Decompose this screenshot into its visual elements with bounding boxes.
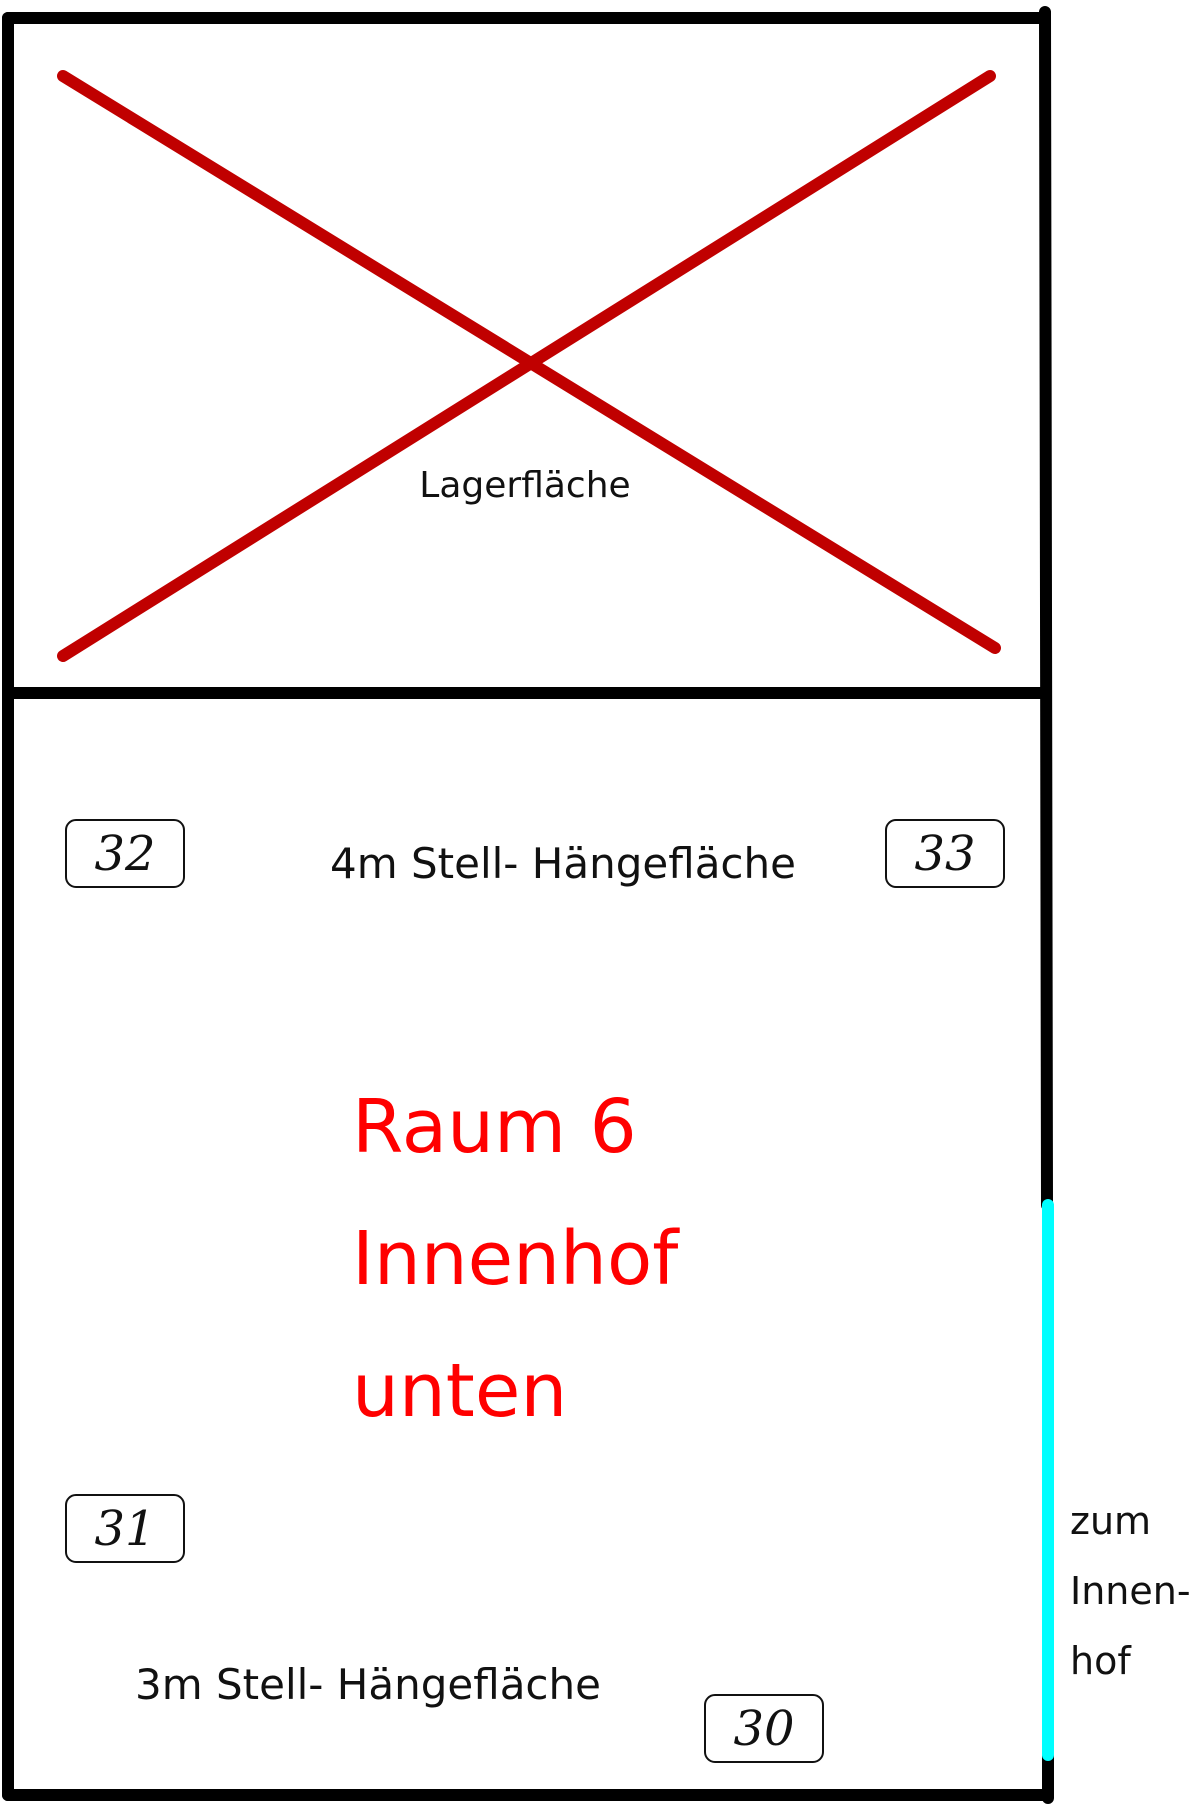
spot-number: 30 <box>733 1701 794 1757</box>
door-note-line-1: zum <box>1070 1499 1151 1543</box>
room-title-line-3: unten <box>352 1348 567 1434</box>
room-title: Raum 6 Innenhof unten <box>352 1084 680 1434</box>
cross-out-icon <box>57 70 1001 662</box>
room-title-line-1: Raum 6 <box>352 1084 637 1170</box>
spot-33: 33 <box>885 819 1005 888</box>
storage-label: Lagerfläche <box>419 465 630 506</box>
spot-31: 31 <box>65 1494 185 1563</box>
room-title-line-2: Innenhof <box>352 1216 680 1302</box>
spot-32: 32 <box>65 819 185 888</box>
spot-number: 31 <box>94 1501 155 1557</box>
spot-number: 33 <box>914 826 975 882</box>
top-area-label: 4m Stell- Hängefläche <box>330 839 796 888</box>
wall-right-upper <box>1039 6 1053 1211</box>
bottom-area-label: 3m Stell- Hängefläche <box>135 1660 601 1709</box>
spot-number: 32 <box>94 826 155 882</box>
door-note: zum Innen- hof <box>1070 1499 1191 1683</box>
walls <box>2 6 1054 1804</box>
door-note-line-3: hof <box>1070 1639 1132 1683</box>
spot-30: 30 <box>704 1694 824 1763</box>
door-note-line-2: Innen- <box>1070 1569 1191 1613</box>
